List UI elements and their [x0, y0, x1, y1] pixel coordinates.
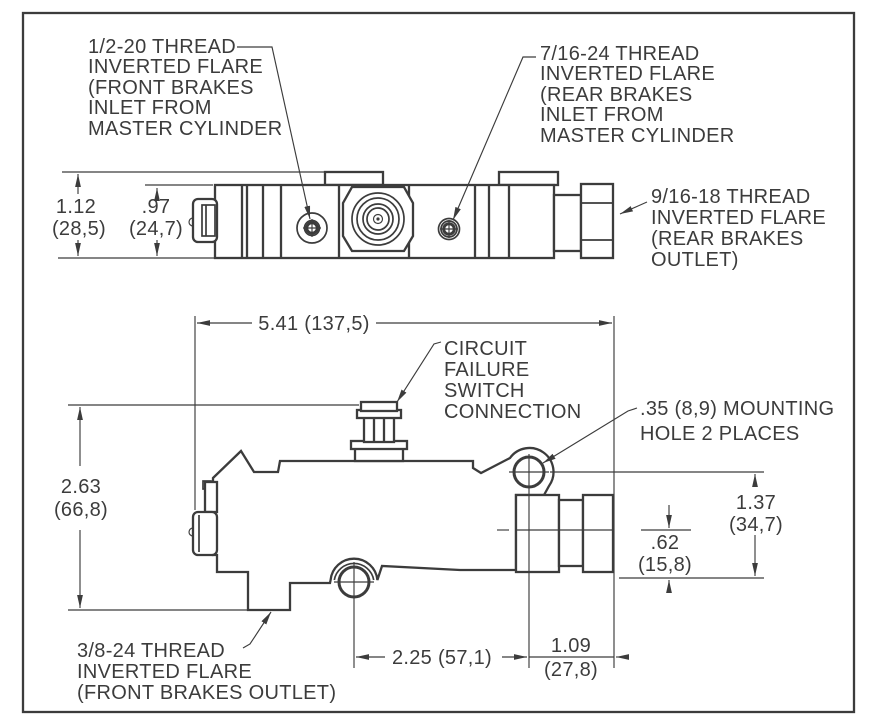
label-line: HOLE 2 PLACES — [640, 423, 800, 445]
label-line: CONNECTION — [444, 401, 581, 423]
label-line: .35 (8,9) MOUNTING — [640, 398, 834, 420]
valve-body-side — [211, 446, 555, 612]
dim-center-to-base-mm: (15,8) — [638, 554, 692, 576]
leader-rear-inlet — [452, 56, 536, 221]
label-line: INVERTED FLARE — [651, 207, 826, 229]
label-line: (FRONT BRAKES OUTLET) — [77, 682, 336, 704]
mounting-tab-left — [323, 170, 385, 187]
label-line: CIRCUIT — [444, 338, 527, 360]
label-line: (REAR BRAKES — [540, 84, 693, 106]
side-left-cap — [188, 480, 219, 557]
dim-body-height-in: .97 — [142, 196, 171, 218]
dim-overall-height-in: 1.12 — [56, 196, 96, 218]
dimension-text: 1.12 (28,5) .97 (24,7) 5.41 (137,5) 2.63… — [52, 196, 783, 681]
label-line: 7/16-24 THREAD — [540, 43, 699, 65]
label-circuit-switch: CIRCUIT FAILURE SWITCH CONNECTION — [444, 338, 581, 423]
label-line: INLET FROM — [88, 97, 212, 119]
dim-side-height-mm: (66,8) — [54, 499, 108, 521]
leader-front-outlet — [242, 611, 272, 649]
label-line: 9/16-18 THREAD — [651, 186, 810, 208]
front-inlet-port — [296, 212, 328, 244]
label-line: MASTER CYLINDER — [88, 118, 283, 140]
leader-front-inlet — [237, 46, 311, 220]
drawing-border — [21, 11, 856, 714]
rear-inlet-port — [437, 217, 461, 241]
label-line: 3/8-24 THREAD — [77, 640, 225, 662]
callout-labels: 1/2-20 THREAD INVERTED FLARE (FRONT BRAK… — [77, 36, 834, 704]
dim-side-height-in: 2.63 — [61, 476, 101, 498]
dim-mount-to-base-in: 1.37 — [736, 492, 776, 514]
dimension-lines — [58, 171, 764, 668]
metering-valve-nut — [341, 185, 415, 253]
left-end-cap — [188, 197, 219, 244]
label-rear-inlet: 7/16-24 THREAD INVERTED FLARE (REAR BRAK… — [540, 43, 735, 147]
label-line: 1/2-20 THREAD — [88, 36, 236, 58]
label-line: INLET FROM — [540, 104, 664, 126]
dim-overall-height-mm: (28,5) — [52, 218, 106, 240]
label-line: INVERTED FLARE — [77, 661, 252, 683]
label-line: INVERTED FLARE — [540, 63, 715, 85]
label-line: SWITCH — [444, 380, 525, 402]
rear-outlet-fitting — [579, 182, 615, 260]
leader-rear-outlet — [619, 201, 648, 215]
rear-outlet-fitting-side — [514, 493, 615, 574]
mounting-tab-right — [497, 170, 560, 187]
label-mounting-hole: .35 (8,9) MOUNTING HOLE 2 PLACES — [640, 398, 834, 445]
label-line: (FRONT BRAKES — [88, 77, 254, 99]
dim-center-to-base-in: .62 — [651, 532, 680, 554]
outlet-step — [552, 193, 583, 253]
label-front-inlet: 1/2-20 THREAD INVERTED FLARE (FRONT BRAK… — [88, 36, 283, 140]
label-line: (REAR BRAKES — [651, 228, 804, 250]
dim-mount-to-base-mm: (34,7) — [729, 514, 783, 536]
top-view — [188, 170, 615, 260]
label-line: MASTER CYLINDER — [540, 125, 735, 147]
dim-mount-to-end-in: 1.09 — [551, 635, 591, 657]
leader-circuit-switch — [396, 341, 442, 403]
dim-outlet-to-mount: 2.25 (57,1) — [392, 647, 492, 669]
label-line: OUTLET) — [651, 249, 739, 271]
label-line: INVERTED FLARE — [88, 56, 263, 78]
dim-overall-length: 5.41 (137,5) — [258, 313, 369, 335]
side-view — [188, 400, 615, 612]
label-front-outlet: 3/8-24 THREAD INVERTED FLARE (FRONT BRAK… — [77, 640, 336, 704]
label-rear-outlet: 9/16-18 THREAD INVERTED FLARE (REAR BRAK… — [651, 186, 826, 271]
dim-body-height-mm: (24,7) — [129, 218, 183, 240]
leader-lines — [237, 46, 648, 649]
label-line: FAILURE — [444, 359, 529, 381]
dim-mount-to-end-mm: (27,8) — [544, 659, 598, 681]
circuit-failure-switch — [349, 400, 409, 463]
leader-mounting-hole — [542, 407, 638, 464]
